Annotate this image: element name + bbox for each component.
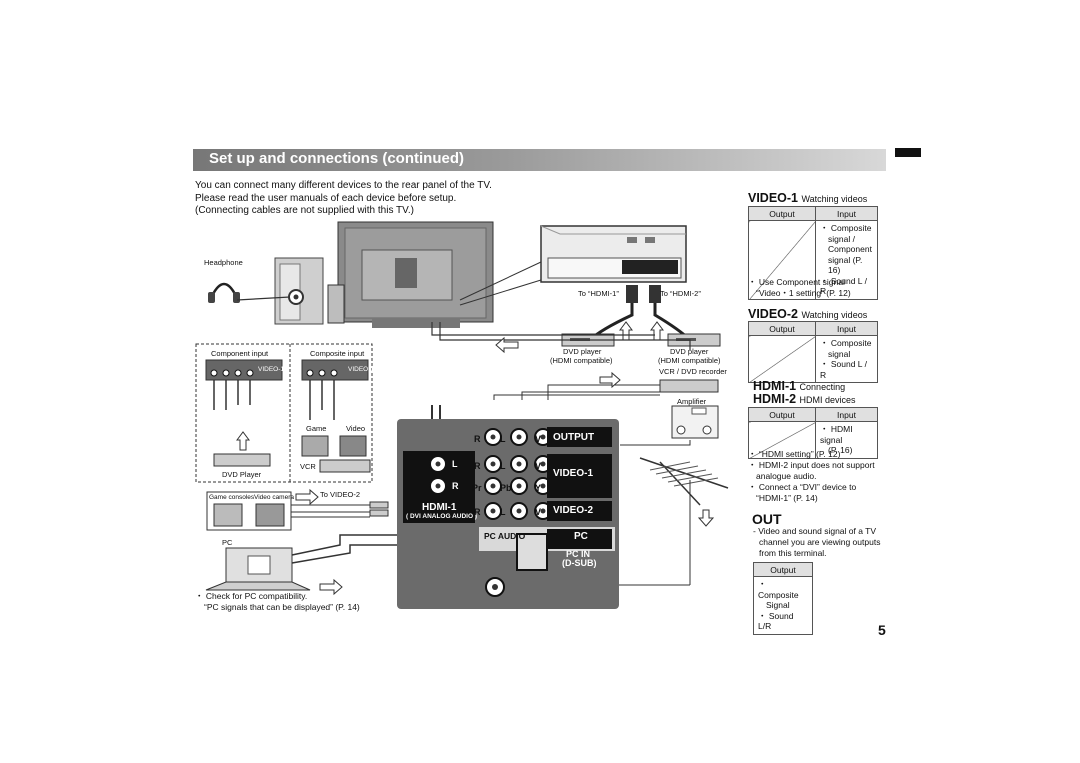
jack-label-r: R [474, 507, 481, 517]
jack-label-pb: Pb [500, 483, 512, 493]
dvd-player-label: DVD player [563, 347, 602, 356]
intro-line: You can connect many different devices t… [195, 180, 492, 191]
input-header: Input [815, 407, 878, 422]
dvd-player-left [213, 453, 271, 467]
video1-section-title: VIDEO-1 Watching videos [748, 191, 868, 205]
intro-line: (Connecting cables are not supplied with… [195, 205, 415, 216]
hdmi-compatible-label: (HDMI compatible) [550, 356, 613, 365]
vcr-dvd-recorder-label: VCR / DVD recorder [659, 367, 727, 376]
section-banner: Set up and connections (continued) [193, 149, 886, 171]
headphone-label: Headphone [204, 258, 243, 267]
empty-output-cell [748, 421, 816, 459]
intro-line: Please read the user manuals of each dev… [195, 192, 457, 204]
input-devices-box [195, 343, 373, 483]
amplifier-label: Amplifier [677, 397, 707, 406]
composite-input-label: Composite input [310, 349, 365, 358]
dvi-analog-label: ( DVI ANALOG AUDIO ) [406, 513, 478, 520]
jack-label-pr: Pr [472, 483, 482, 493]
hdmi-compatible-label: (HDMI compatible) [658, 356, 721, 365]
pc-label-panel: PC [574, 531, 588, 542]
pc-label: PC [222, 538, 233, 547]
out-output-cell: ・ Composite Signal ・ Sound L/R [753, 576, 813, 635]
hdmi-spec-table: Output Input ・ HDMI signal (P. 16) [748, 407, 878, 459]
pc-laptop-icon [205, 547, 311, 591]
jack-label-r: R [474, 461, 481, 471]
to-video2-label: To VIDEO-2 [320, 490, 361, 499]
jack-label-l: L [500, 434, 506, 444]
video1-spec-table: Output Input ・ Composite signal / Compon… [748, 206, 878, 300]
jack-label-r: R [474, 434, 481, 444]
video2-label: VIDEO-2 [553, 505, 594, 516]
video2-input-cell: ・ Composite signal ・ Sound L / R [815, 335, 878, 383]
output-header: Output [753, 562, 813, 577]
output-label: OUTPUT [553, 432, 595, 443]
jack-label-l: L [500, 507, 506, 517]
out-description: - Video and sound signal of a TV channel… [753, 526, 881, 558]
to-hdmi2-label: To “HDMI-2” [660, 289, 701, 298]
empty-output-cell [748, 220, 816, 300]
intro-text: You can connect many different devices t… [195, 180, 492, 218]
dsub-label: (D-SUB) [562, 558, 597, 568]
hdmi-terminal-zoom [459, 225, 687, 306]
terminal-jacks [403, 427, 615, 597]
dvd-player-label: DVD player [670, 347, 709, 356]
pc-signals-note: “PC signals that can be displayed” (P. 1… [204, 602, 360, 612]
jack-label-y: Y [535, 483, 542, 493]
hdmi-notes: ・ “HDMI setting” (P. 12) ・ HDMI-2 input … [748, 449, 875, 503]
video-camera-label: Video camera [254, 494, 294, 501]
video1-input-cell: ・ Composite signal / Component signal (P… [815, 220, 878, 300]
video2-section-title: VIDEO-2 Watching videos [748, 307, 868, 321]
jack-label-l: L [500, 461, 506, 471]
side-jack-panel [274, 257, 324, 325]
video2-spec-table: Output Input ・ Composite signal ・ Sound … [748, 321, 878, 383]
hdmi-input-cell: ・ HDMI signal (P. 16) [815, 421, 878, 459]
out-spec-table: Output ・ Composite Signal ・ Sound L/R [753, 562, 813, 635]
video-camera [339, 435, 367, 457]
amplifier-icon [671, 405, 719, 439]
component-input-label: Component input [211, 349, 269, 358]
vcr-left [319, 459, 371, 473]
page-number: 5 [878, 622, 886, 638]
to-hdmi1-label: To “HDMI-1” [578, 289, 619, 298]
jack-label-v: V [535, 434, 542, 444]
output-header: Output [748, 206, 816, 221]
output-header: Output [748, 321, 816, 336]
video-label: Video [346, 424, 366, 433]
vcr-dvd-recorder [659, 379, 719, 393]
jack-label-v: V [535, 507, 542, 517]
game-label: Game [306, 424, 327, 433]
video1-tag: VIDEO-1 [348, 366, 375, 373]
page-title: Set up and connections (continued) [209, 150, 464, 167]
dvd-player-left-label: DVD Player [222, 470, 262, 479]
video1-tag: VIDEO-1 [258, 366, 285, 373]
headphone-icon [208, 282, 291, 303]
jack-label-r: R [452, 481, 459, 491]
hdmi1-label: HDMI-1 [422, 502, 457, 513]
input-header: Input [815, 206, 878, 221]
jack-label-l: L [452, 459, 458, 469]
page-tab-marker [895, 148, 921, 157]
antenna-icon [548, 457, 729, 586]
check-pc-note: ・ Check for PC compatibility. [195, 591, 308, 601]
hdmi-section-title: HDMI-1 Connecting HDMI-2 HDMI devices [753, 379, 856, 406]
pc-in-label: PC IN [566, 549, 591, 559]
video1-note: ・ Use Component signal “Video・1 setting”… [748, 277, 851, 298]
tv-rear-illustration [327, 221, 494, 328]
video1-label: VIDEO-1 [553, 468, 594, 479]
vcr-label: VCR [300, 462, 316, 471]
jack-label-v: V [535, 461, 542, 471]
output-header: Output [748, 407, 816, 422]
empty-output-cell [748, 335, 816, 383]
out-section-title: OUT [752, 511, 782, 527]
game-console [301, 435, 329, 457]
input-header: Input [815, 321, 878, 336]
pc-audio-label: PC AUDIO [484, 531, 526, 541]
game-consoles-label: Game consoles [209, 494, 255, 501]
